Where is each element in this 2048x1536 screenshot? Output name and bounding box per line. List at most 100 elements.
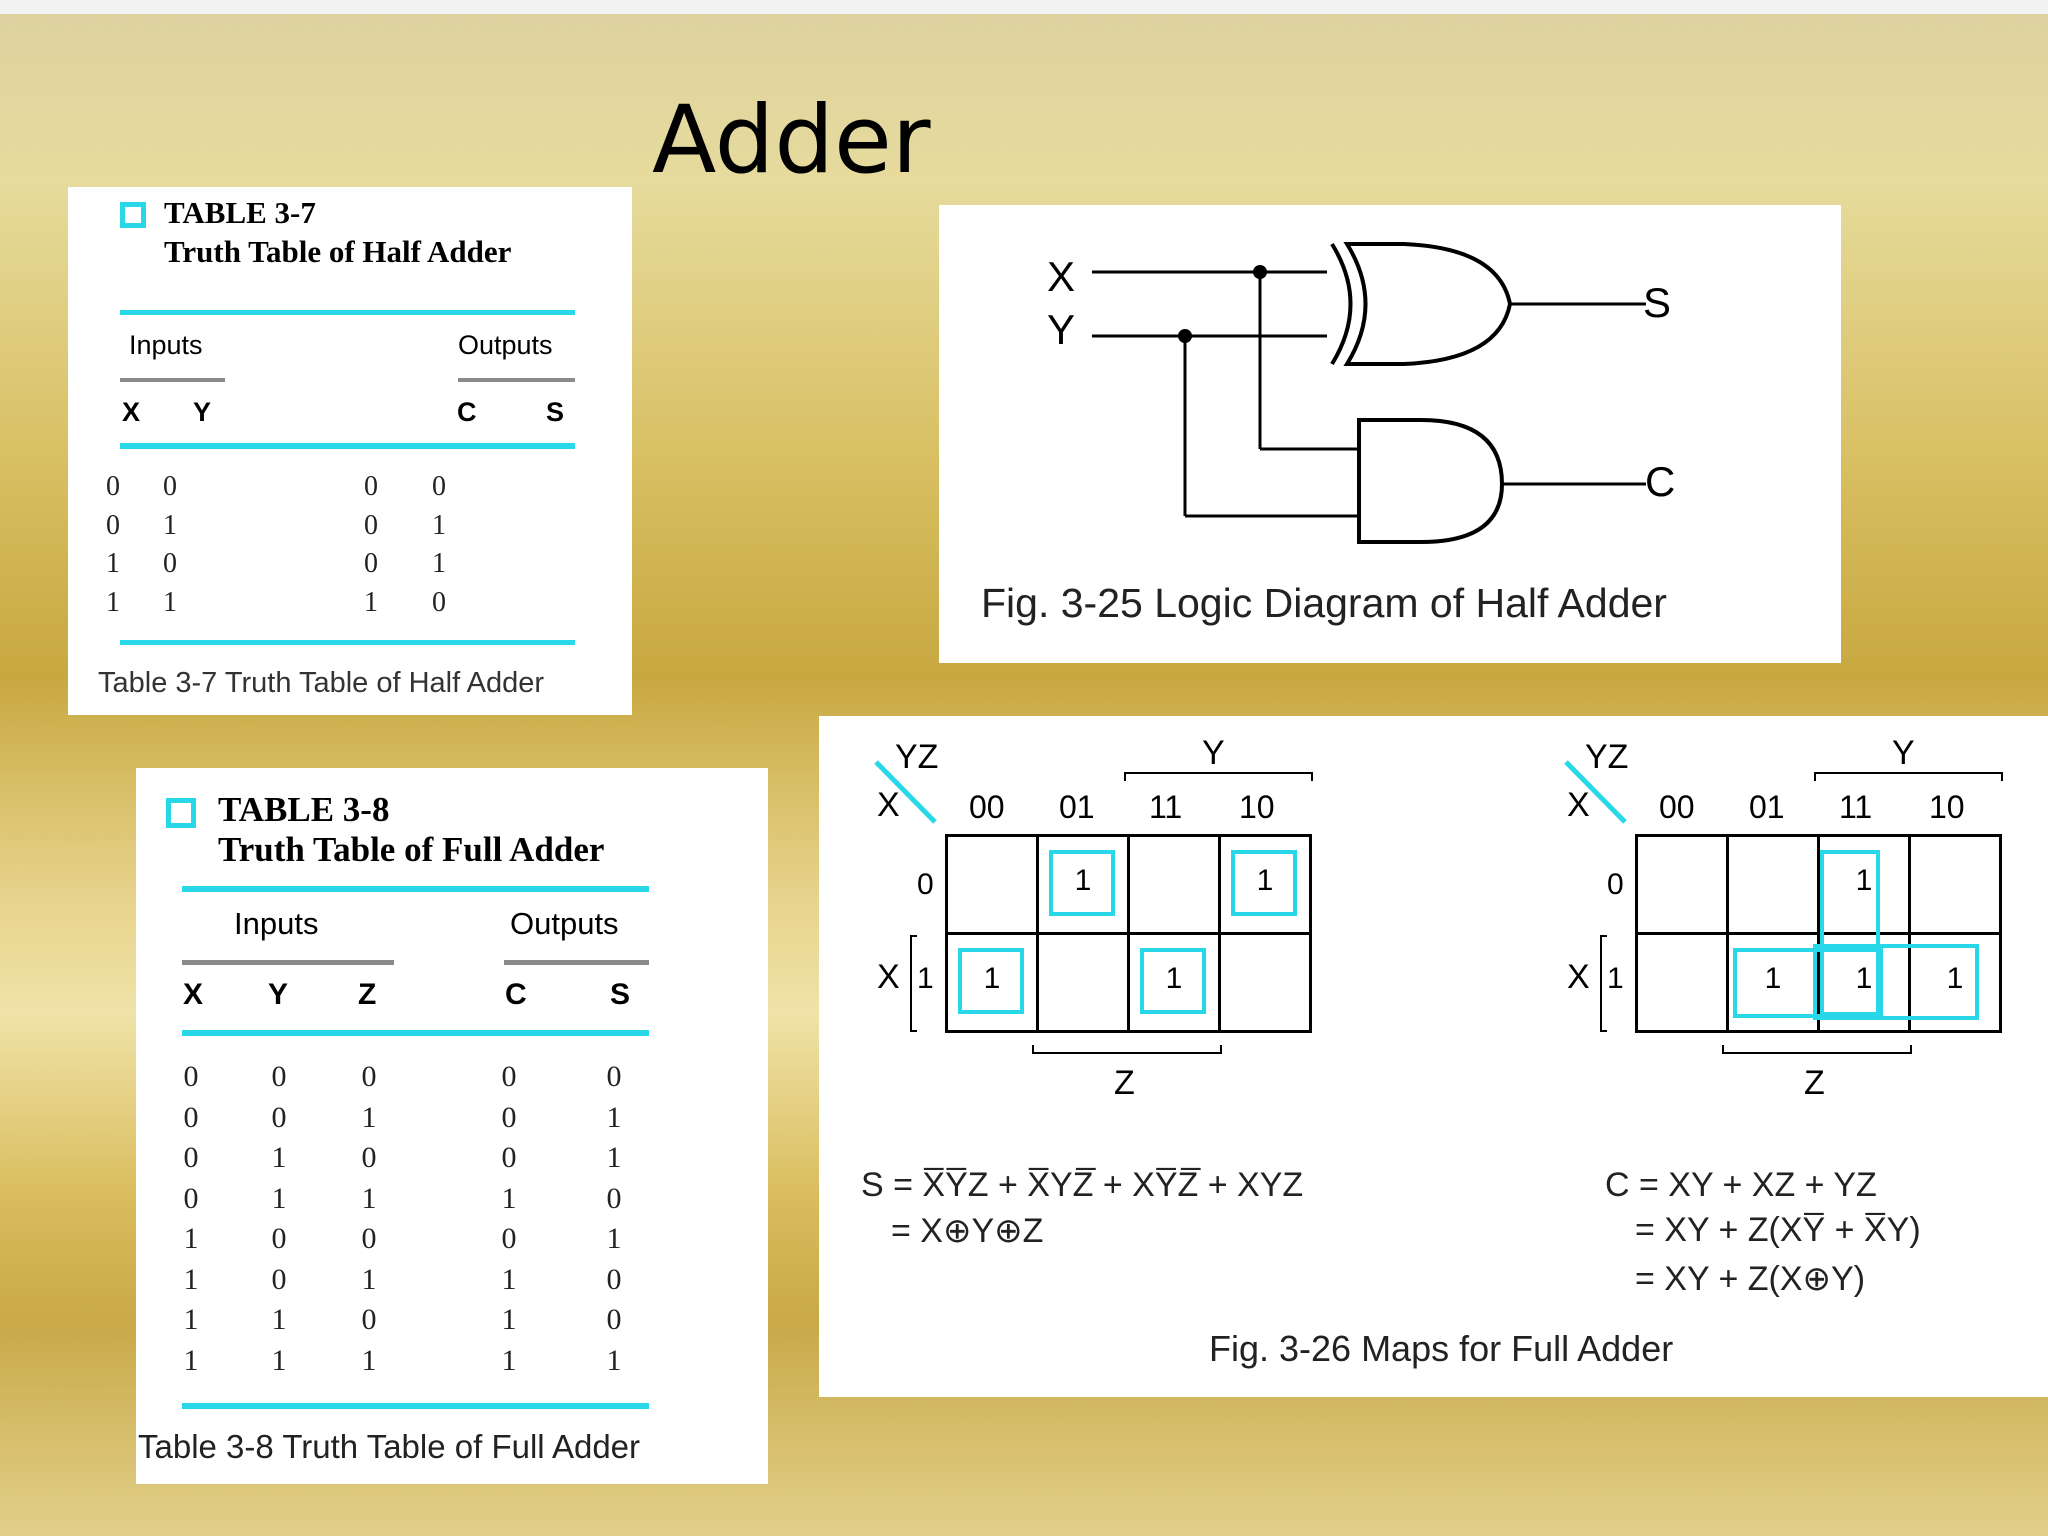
row-label: 1 <box>1607 962 1624 995</box>
minterm-loop <box>1049 850 1115 916</box>
col-label: 01 <box>1059 789 1095 825</box>
corner-left-label: X <box>1567 786 1590 824</box>
table-cell: 0 <box>106 471 120 502</box>
z-label: Z <box>1114 1064 1135 1102</box>
grouping-loop-horizontal <box>1733 948 1883 1018</box>
table-cell: 0 <box>432 586 446 618</box>
diagram-caption: Fig. 3-25 Logic Diagram of Half Adder <box>981 580 1667 626</box>
c-kmap-brackets <box>1564 760 2003 1054</box>
col-label: 11 <box>1149 789 1183 825</box>
col-header-c: C <box>457 397 477 427</box>
col-header-x: X <box>122 397 141 427</box>
table-cell: 0 <box>364 471 378 502</box>
table-cell: 0 <box>271 1262 287 1296</box>
half-adder-table-panel: TABLE 3-7 Truth Table of Half Adder Inpu… <box>68 187 632 715</box>
col-label: 00 <box>969 789 1005 825</box>
kmap-value: 1 <box>1946 962 1964 995</box>
kmap-cell: 1 <box>1908 932 2002 1033</box>
col-header-y: Y <box>193 397 212 427</box>
row-label: 0 <box>917 868 934 901</box>
col-label: 11 <box>1839 789 1873 825</box>
table-cell: 0 <box>361 1303 377 1336</box>
kmap-cell <box>1127 834 1221 935</box>
rule-outputs <box>458 378 575 382</box>
rule-header <box>120 443 575 449</box>
x-label: X <box>877 958 900 996</box>
kmap-value: 1 <box>983 962 1001 995</box>
table-cell: 0 <box>271 1222 287 1255</box>
x-label: X <box>1567 958 1590 996</box>
col-header-c: C <box>505 978 527 1011</box>
corner-top-label: YZ <box>895 738 939 776</box>
kmap-value: 1 <box>1855 864 1873 897</box>
logic-diagram-panel: X Y S C Fig. 3-25 Logic Diagram of Half … <box>939 205 1841 663</box>
kmap-cell <box>1218 932 1312 1033</box>
minterm-loop <box>1231 850 1297 916</box>
slide-top-band <box>0 0 2048 14</box>
kmaps-caption: Fig. 3-26 Maps for Full Adder <box>1209 1328 1674 1369</box>
kmap-value: 1 <box>1256 864 1274 897</box>
row-label: 1 <box>917 962 934 995</box>
c-equation-line3: = XY + Z(X⊕Y) <box>1635 1260 1866 1298</box>
kmap-cell: 1 <box>1127 932 1221 1033</box>
table-cell: 0 <box>501 1100 517 1134</box>
col-header-x: X <box>183 978 204 1011</box>
kmap-cell: 1 <box>945 932 1039 1033</box>
table-cell: 0 <box>183 1100 199 1134</box>
table-cell: 0 <box>183 1060 199 1093</box>
output-c-label: C <box>1645 458 1676 505</box>
kmap-cell: 1 <box>1036 834 1130 935</box>
output-s-label: S <box>1643 279 1672 326</box>
rule-top <box>182 886 649 892</box>
table-cell: 0 <box>501 1222 517 1255</box>
table-cell: 0 <box>271 1060 287 1093</box>
table-cell: 1 <box>501 1343 517 1377</box>
table-cell: 1 <box>361 1181 377 1215</box>
table-cell: 0 <box>361 1222 377 1255</box>
c-equation-line2: = XY + Z(XY̅ + X̅Y) <box>1635 1211 1921 1249</box>
rule-header <box>182 1030 649 1036</box>
kmap-cell <box>945 834 1039 935</box>
table-cell: 0 <box>163 548 177 579</box>
kmap-value: 1 <box>1855 962 1873 995</box>
rule-inputs <box>120 378 225 382</box>
junction-dot <box>1178 329 1192 343</box>
table-cell: 0 <box>432 471 446 502</box>
col-label: 10 <box>1239 789 1275 825</box>
col-header-z: Z <box>358 978 377 1011</box>
rule-bottom <box>182 1403 649 1409</box>
table-cell: 0 <box>364 548 378 579</box>
outputs-label: Outputs <box>458 330 553 360</box>
c-equation-line1: C = XY + XZ + YZ <box>1605 1166 1877 1204</box>
table-cell: 1 <box>271 1303 287 1336</box>
table-cell: 1 <box>106 548 120 579</box>
table-cell: 1 <box>361 1262 377 1296</box>
table-cell: 1 <box>163 509 177 541</box>
table-cell: 0 <box>364 509 378 541</box>
table-cell: 1 <box>361 1343 377 1377</box>
col-header-s: S <box>610 978 631 1011</box>
table-cell: 1 <box>271 1181 287 1215</box>
table-cell: 1 <box>606 1222 622 1255</box>
table-cell: 1 <box>432 548 446 579</box>
kmap-cell <box>1635 932 1729 1033</box>
row-label: 0 <box>1607 868 1624 901</box>
rule-bottom <box>120 640 575 645</box>
col-label: 00 <box>1659 789 1695 825</box>
slide-title: Adder <box>652 86 931 195</box>
outputs-label: Outputs <box>510 906 619 941</box>
kmap-cell <box>1635 834 1729 935</box>
table-cell: 1 <box>606 1343 622 1377</box>
minterm-loop <box>958 948 1024 1014</box>
kmap-cell <box>1726 834 1820 935</box>
s-equation-line2: = X⊕Y⊕Z <box>891 1212 1044 1250</box>
table-cell: 1 <box>271 1141 287 1174</box>
table-caption: Table 3-7 Truth Table of Half Adder <box>98 667 545 699</box>
table-cell: 1 <box>606 1100 622 1134</box>
col-header-s: S <box>546 397 565 427</box>
kmap-value: 1 <box>1165 962 1183 995</box>
